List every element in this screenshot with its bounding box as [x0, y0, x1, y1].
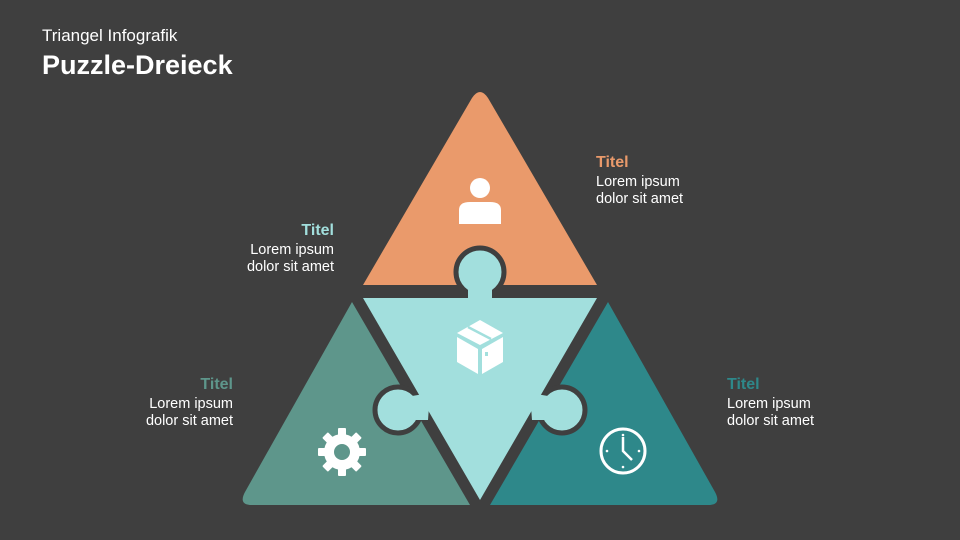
label-top: Titel Lorem ipsum dolor sit amet [596, 154, 683, 208]
left-triangle [242, 302, 470, 505]
label-line: dolor sit amet [596, 191, 684, 207]
label-line: Lorem ipsum [149, 396, 233, 412]
label-line: Lorem ipsum [596, 174, 680, 190]
page-title: Puzzle-Dreieck [42, 50, 233, 80]
box-icon [457, 320, 503, 374]
label-title: Titel [301, 222, 334, 239]
label-left: Titel Lorem ipsum dolor sit amet [146, 376, 233, 430]
center-triangle [363, 298, 597, 500]
label-line: dolor sit amet [145, 413, 233, 429]
gear-icon [318, 428, 366, 476]
label-center: Titel Lorem ipsum dolor sit amet [247, 222, 334, 276]
right-triangle [490, 302, 718, 505]
label-line: Lorem ipsum [250, 242, 334, 258]
label-title: Titel [727, 376, 760, 393]
label-line: dolor sit amet [246, 259, 334, 275]
label-line: dolor sit amet [727, 413, 815, 429]
label-right: Titel Lorem ipsum dolor sit amet [727, 376, 814, 430]
user-icon [459, 178, 501, 224]
clock-icon [599, 427, 647, 475]
subtitle: Triangel Infografik [42, 26, 178, 45]
label-title: Titel [200, 376, 233, 393]
label-line: Lorem ipsum [727, 396, 811, 412]
label-title: Titel [596, 154, 629, 171]
